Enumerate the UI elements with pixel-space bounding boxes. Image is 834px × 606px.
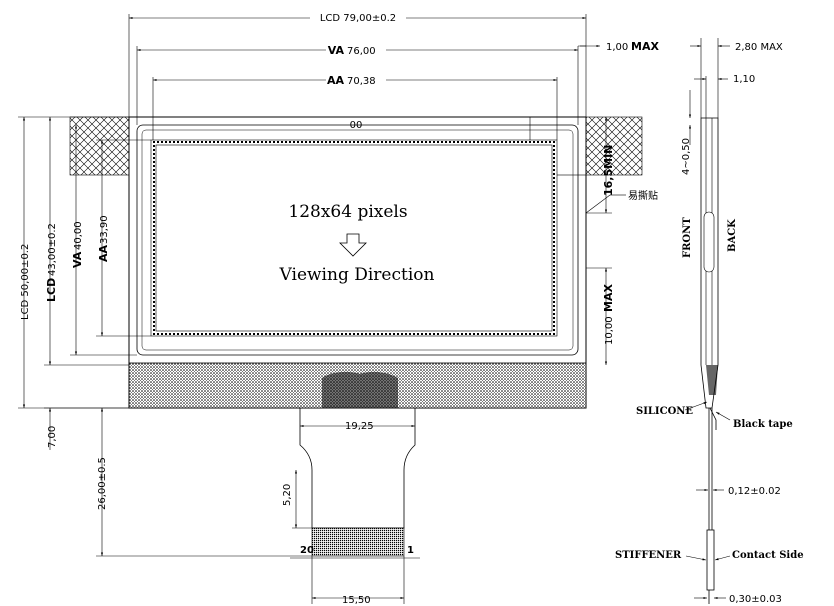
lcd-height-prefix: LCD: [45, 278, 58, 302]
fpc-contacts: [311, 527, 405, 557]
fpc-bottom-width: 15,50: [342, 595, 371, 606]
fpc-offset: 7,00: [47, 426, 58, 448]
va-width-prefix: VA: [328, 44, 345, 57]
fpc-tab: 5,20: [282, 484, 293, 506]
max-right-value: 1,00: [606, 42, 628, 53]
contact-side-label: Contact Side: [732, 550, 804, 561]
side-offset: 4~0,50: [681, 138, 692, 175]
max-side-word: MAX: [602, 284, 615, 312]
right-tape: [585, 116, 643, 176]
front-label: FRONT: [682, 217, 693, 258]
viewing-arrow-icon: [339, 233, 367, 257]
viewing-direction-label: Viewing Direction: [279, 265, 435, 285]
va-width-value: 76,00: [347, 46, 376, 57]
front-view: LCD 79,00±0.2 VA 76,00 AA 70,38 1,00 MAX…: [18, 11, 659, 606]
aa-height-value: 33,90: [99, 215, 110, 244]
side-thickness: 2,80 MAX: [735, 42, 783, 53]
side-view: 2,80 MAX 1,10 4~0,50 FRONT BACK SILICONE…: [615, 38, 804, 605]
back-label: BACK: [727, 219, 738, 252]
resolution-label: 128x64 pixels: [288, 202, 407, 222]
side-stiffener: 0,30±0.03: [729, 594, 782, 605]
fpc-top-width: 19,25: [345, 421, 374, 432]
aa-width-prefix: AA: [327, 74, 345, 87]
lcd-height-value: 43,00±0.2: [47, 223, 58, 276]
max-side-value: 10,00: [604, 316, 615, 345]
side-glass: 1,10: [733, 74, 755, 85]
side-fpc-thickness: 0,12±0.02: [728, 486, 781, 497]
silicone-label: SILICONE: [636, 406, 693, 417]
lcd-width-label: LCD 79,00±0.2: [320, 13, 396, 24]
fpc-length: 26,00±0.5: [97, 457, 108, 510]
black-tape-label: Black tape: [733, 419, 793, 430]
pin-first: 20: [300, 545, 314, 556]
aa-width-value: 70,38: [347, 76, 376, 87]
aa-height-prefix: AA: [97, 244, 110, 262]
easy-tear-label: 易撕贴: [628, 189, 658, 202]
stiffener-label: STIFFENER: [615, 550, 682, 561]
left-tape: [69, 116, 130, 176]
va-height-prefix: VA: [71, 251, 84, 268]
lcd-height-label: LCD 50,00±0.2: [20, 244, 31, 320]
max-right-word: MAX: [631, 40, 659, 53]
stiffener: [706, 529, 715, 591]
tiny-mark: 00: [350, 120, 363, 131]
viewing-area: [136, 124, 579, 356]
min-side: 16,5MIN: [602, 145, 615, 196]
va-height-value: 40,00: [73, 221, 84, 250]
pin-last: 1: [407, 545, 414, 556]
